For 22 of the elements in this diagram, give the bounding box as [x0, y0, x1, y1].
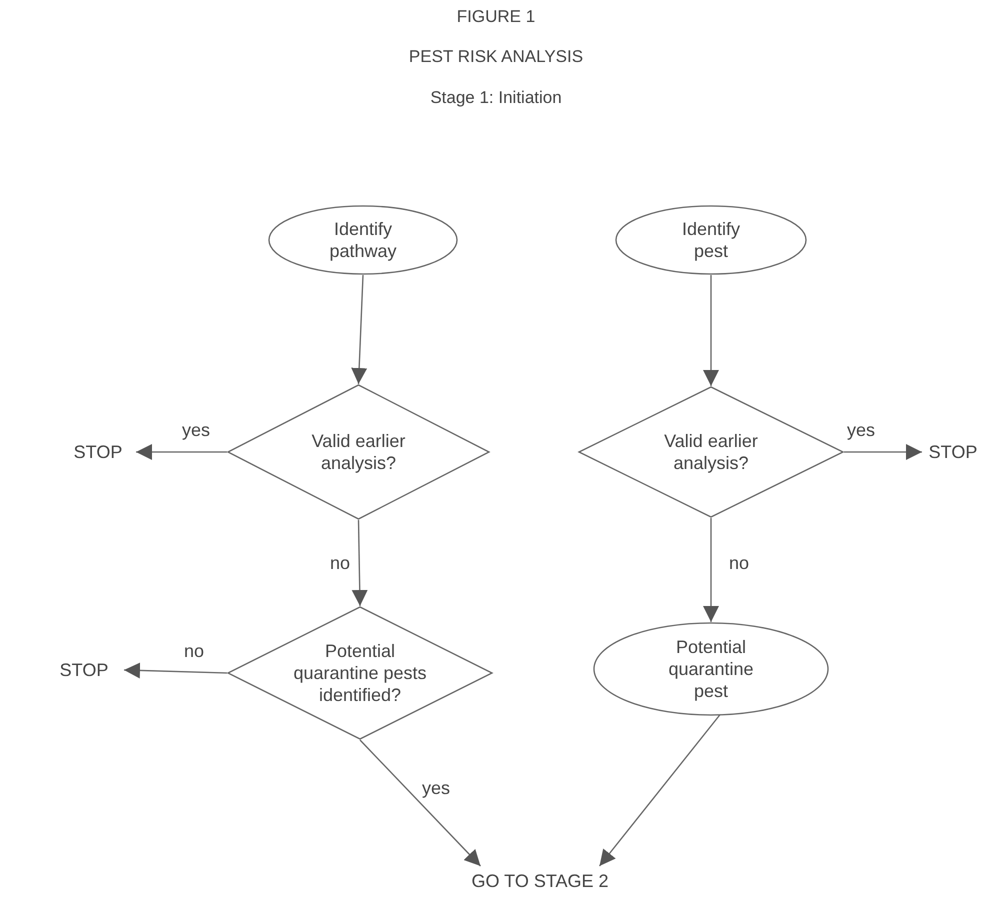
node-text: Valid earlier analysis?: [310, 430, 406, 474]
end-label: STOP: [60, 659, 108, 681]
arrow: [351, 274, 368, 384]
end-label: STOP: [928, 441, 978, 463]
node-text: Valid earlier analysis?: [663, 430, 759, 474]
node-text: Identify pest: [680, 218, 742, 262]
arrow: [703, 275, 719, 386]
node-text: Identify pathway: [328, 218, 398, 262]
arrow: [136, 444, 227, 460]
arrow: [599, 714, 721, 866]
arrow: [844, 444, 922, 460]
node-text: Potential quarantine pests identified?: [292, 640, 428, 706]
arrow: [703, 518, 719, 622]
end-label: STOP: [74, 441, 122, 463]
node-text: Potential quarantine pest: [667, 636, 755, 702]
end-label: GO TO STAGE 2: [471, 870, 609, 892]
figure-title: FIGURE 1: [456, 7, 536, 27]
heading-text: PEST RISK ANALYSIS: [408, 47, 584, 67]
stage-subtitle: Stage 1: Initiation: [430, 88, 562, 108]
arrow: [360, 740, 481, 866]
arrow: [124, 662, 228, 678]
arrow: [352, 520, 368, 606]
